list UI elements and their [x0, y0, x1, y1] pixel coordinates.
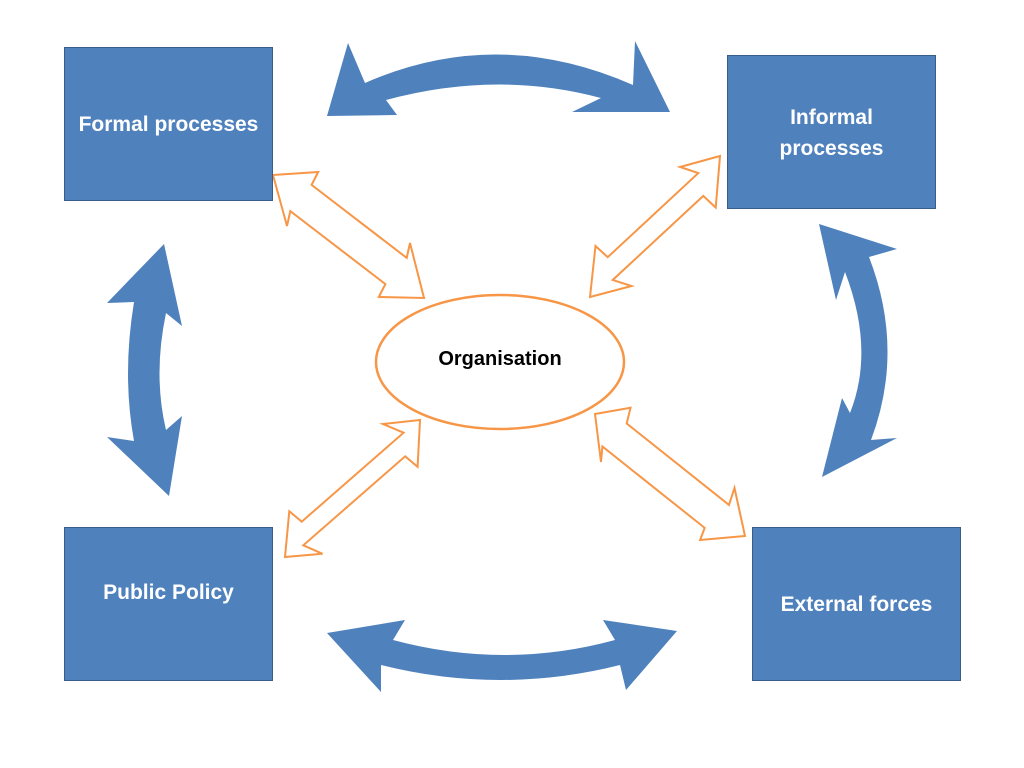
curved-arrow-right — [819, 224, 897, 477]
formal-processes-box: Formal processes — [64, 47, 273, 201]
public-policy-label: Public Policy — [103, 580, 234, 604]
curved-arrow-bottom — [327, 620, 677, 692]
informal-processes-box: Informal processes — [727, 55, 936, 209]
connector-formal-organisation — [271, 170, 426, 300]
external-forces-label: External forces — [780, 592, 933, 616]
public-policy-box: Public Policy — [64, 527, 273, 681]
connector-public-organisation — [283, 418, 422, 559]
external-forces-box: External forces — [752, 527, 961, 681]
organisation-ellipse — [374, 293, 626, 431]
informal-processes-label: Informal processes — [779, 106, 884, 160]
formal-processes-label: Formal processes — [78, 112, 259, 136]
connector-informal-organisation — [588, 154, 722, 299]
organisation-label: Organisation — [438, 348, 562, 370]
connector-external-organisation — [593, 406, 747, 542]
curved-arrow-left — [107, 244, 182, 496]
curved-arrow-top — [327, 41, 670, 116]
